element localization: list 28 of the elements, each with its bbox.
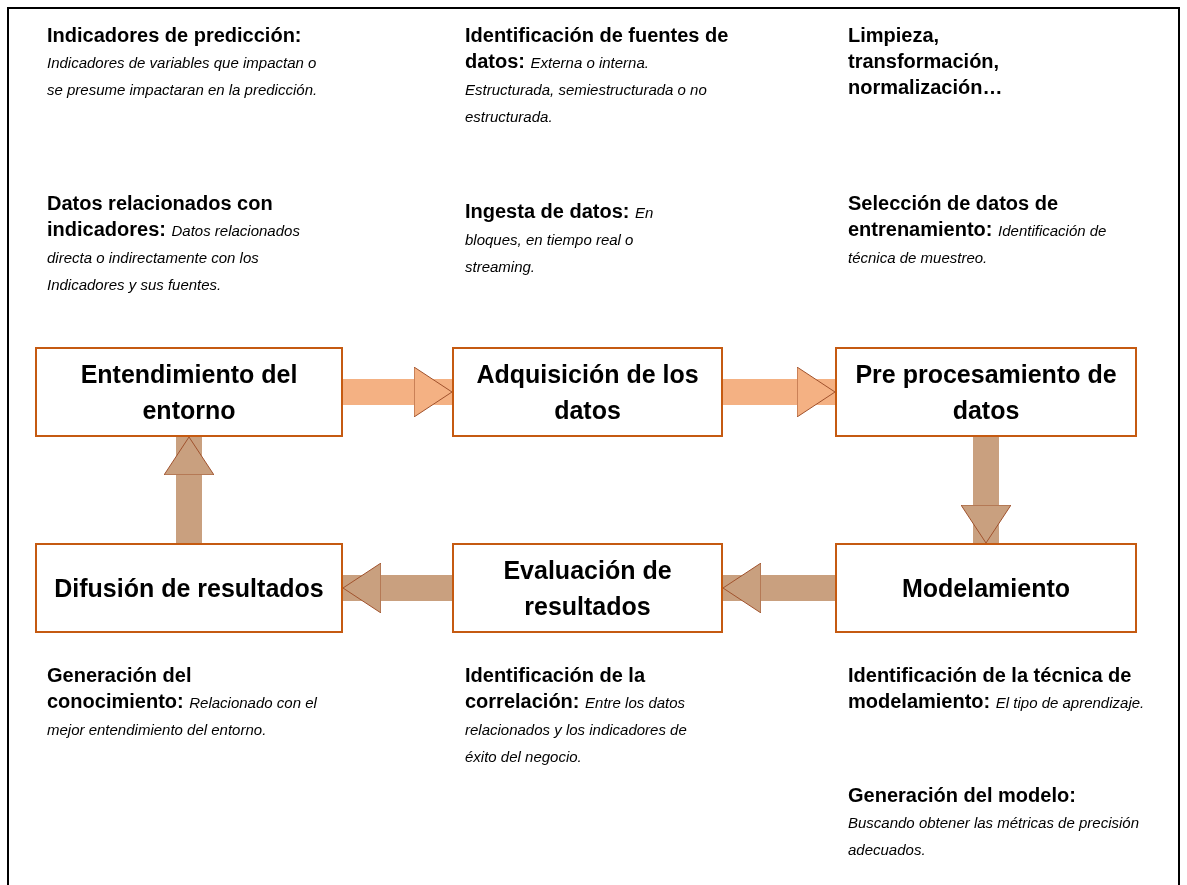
step-title: Difusión de resultados xyxy=(54,572,324,604)
block-arrow xyxy=(960,437,1012,544)
note-text: Limpieza, transformación, normalización… xyxy=(848,23,1004,100)
note-text: Selección de datos de entrenamiento: Identificación de técnica de muestreo. xyxy=(848,191,1108,268)
process-box xyxy=(835,347,1137,437)
note-text: Datos relacionados con indicadores: Datos relacionados directa o indirectamente con los Indicadores y sus fuentes. xyxy=(47,191,301,295)
step-title: Pre procesamiento de datos xyxy=(854,358,1118,426)
process-box xyxy=(835,543,1137,633)
block-arrow xyxy=(343,366,453,418)
process-box xyxy=(452,347,723,437)
note-text: Identificación de fuentes de datos: Externa o interna. Estructurada, semiestructurada o no estructurada. xyxy=(465,23,730,127)
process-box xyxy=(35,347,343,437)
process-box xyxy=(452,543,723,633)
block-arrow xyxy=(722,562,835,614)
block-arrow xyxy=(163,436,215,543)
step-title: Evaluación de resultados xyxy=(502,554,673,622)
step-title: Entendimiento del entorno xyxy=(79,358,299,426)
note-text: Identificación de la técnica de modelamiento: El tipo de aprendizaje. xyxy=(848,663,1146,714)
note-text: Generación del conocimiento: Relacionado con el mejor entendimiento del entorno. xyxy=(47,663,317,740)
step-title: Modelamiento xyxy=(901,572,1071,604)
note-text: Ingesta de datos: En bloques, en tiempo real o streaming. xyxy=(465,199,655,277)
note-text: Identificación de la correlación: Entre los datos relacionados y los indicadores de éxito del negocio. xyxy=(465,663,688,767)
block-arrow xyxy=(723,366,836,418)
note-text: Indicadores de predicción: Indicadores de variables que impactan o se presume impactaran en la predicción. xyxy=(47,23,319,100)
step-title: Adquisición de los datos xyxy=(475,358,700,426)
process-box xyxy=(35,543,343,633)
block-arrow xyxy=(342,562,452,614)
note-text: Generación del modelo: Buscando obtener las métricas de precisión adecuados. xyxy=(848,783,1140,860)
